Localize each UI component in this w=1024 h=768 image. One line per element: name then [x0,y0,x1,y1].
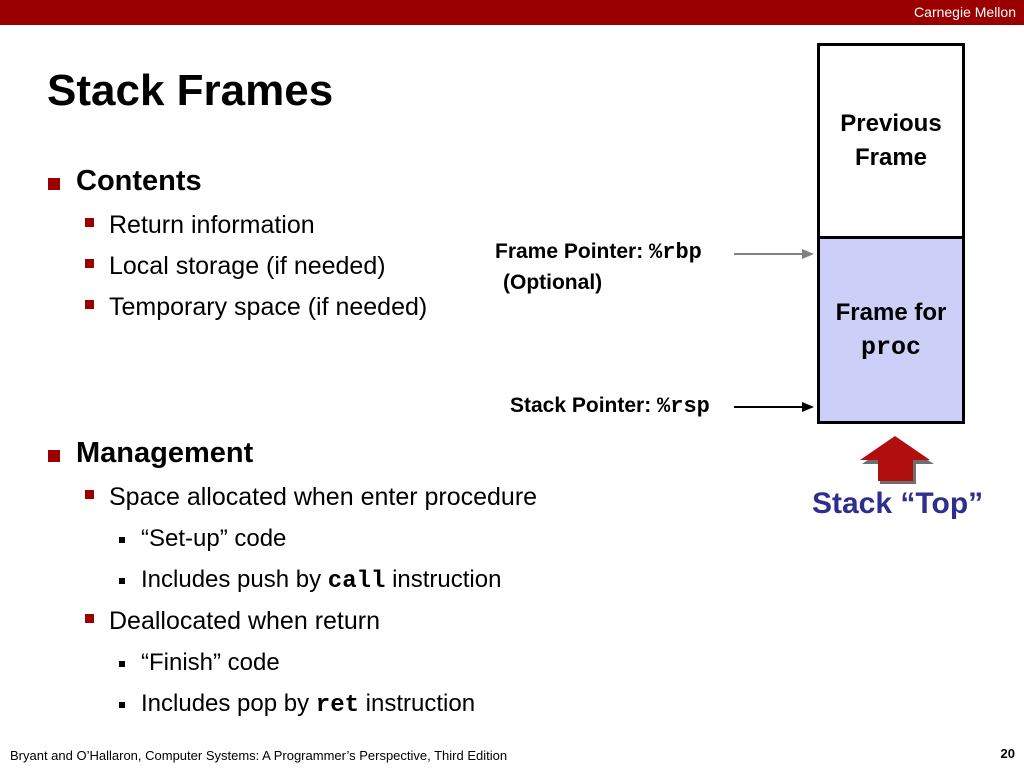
previous-frame-line1: Previous [840,110,942,137]
push-text-pre: Includes push by [141,566,328,593]
bullet-square-icon [48,450,60,462]
frame-pointer-arrow [734,249,814,259]
contents-item: Local storage (if needed) [109,252,386,280]
slide-title: Stack Frames [47,66,334,115]
management-heading: Management [76,437,254,469]
bullet-square-icon [85,490,94,499]
stack-top-label: Stack “Top” [812,487,984,520]
bullet-small-icon [119,578,125,584]
management-subitem: “Set-up” code [141,525,287,552]
contents-item: Return information [109,211,315,239]
stack-pointer-arrow [734,402,814,412]
management-item: Deallocated when return [109,607,380,635]
pop-text-post: instruction [359,690,476,717]
frame-pointer-text: Frame Pointer: [495,240,650,263]
pop-text-pre: Includes pop by [141,690,316,717]
bullet-square-icon [85,259,94,268]
proc-label: proc [860,332,921,362]
rsp-register: %rsp [657,394,710,419]
footer-citation: Bryant and O’Hallaron, Computer Systems:… [10,748,508,763]
previous-frame-line2: Frame [854,144,928,171]
rbp-register: %rbp [649,240,702,265]
bullet-small-icon [119,537,125,543]
bullet-square-icon [85,218,94,227]
bullet-small-icon [119,661,125,667]
bullet-square-icon [48,178,60,190]
stack-pointer-text: Stack Pointer: [510,394,658,417]
stack-top-up-arrow-icon [860,436,934,484]
page-number: 20 [1000,746,1015,761]
management-item: Space allocated when enter procedure [109,483,538,511]
bullet-square-icon [85,300,94,309]
top-bar: Carnegie Mellon [0,0,1024,25]
bullet-square-icon [85,614,94,623]
push-text-post: instruction [385,566,502,593]
contents-item: Temporary space (if needed) [109,293,428,321]
frame-for-label: Frame for [835,298,947,326]
contents-heading: Contents [76,165,202,197]
stack-pointer-label: Stack Pointer: %rsp [510,394,710,419]
institution-name: Carnegie Mellon [914,4,1016,20]
ret-code: ret [315,692,360,719]
call-code: call [327,568,386,595]
management-subitem: Includes pop by ret instruction [141,690,475,719]
current-frame-box: Frame for proc [820,239,962,421]
optional-label: (Optional) [503,271,603,294]
management-subitem: Includes push by call instruction [141,566,501,595]
bullet-small-icon [119,702,125,708]
frame-pointer-label: Frame Pointer: %rbp [495,240,702,265]
management-subitem: “Finish” code [141,649,280,676]
